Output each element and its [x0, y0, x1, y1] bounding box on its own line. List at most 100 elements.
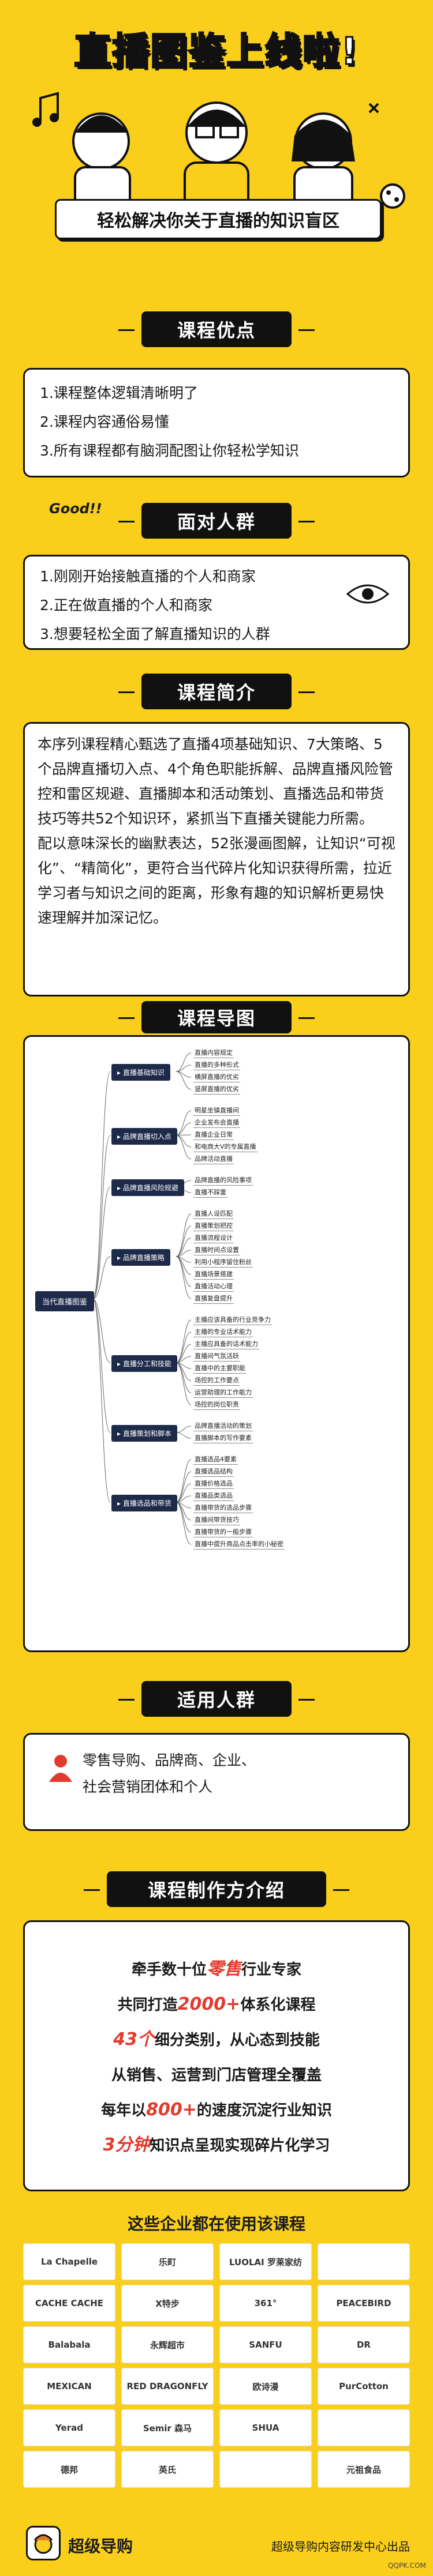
company-logo: X特步 — [121, 2285, 214, 2322]
maker-text: 牵手数十位 — [131, 1961, 207, 1979]
mindmap-leaf: 直播时间点设置 — [193, 1245, 240, 1255]
company-logo: Balabala — [23, 2326, 115, 2363]
mindmap-branch: ▸ 直播策划和脚本 — [111, 1425, 177, 1442]
mindmap-leaf: 直播选品结构 — [193, 1466, 234, 1477]
maker-line: 从销售、运营到门店管理全覆盖 — [25, 2058, 408, 2093]
company-logo: 英氏 — [121, 2451, 214, 2488]
mindmap-leaf: 场控的岗位职责 — [193, 1400, 240, 1410]
company-logo: PurCotton — [318, 2368, 410, 2405]
mindmap-leaf: 直播企业日常 — [193, 1130, 234, 1140]
mindmap-leaf: 品牌直播的风险事项 — [193, 1175, 253, 1186]
mindmap-leaf: 主播应该具备的行业竞争力 — [193, 1315, 272, 1325]
mindmap-leaf: 直播流程设计 — [193, 1233, 234, 1243]
company-logo: CACHE CACHE — [23, 2285, 115, 2322]
maker-text: 知识点呈现实现碎片化学习 — [150, 2137, 330, 2154]
maker-text: 每年以 — [101, 2102, 147, 2119]
brand-logo-icon — [26, 2526, 61, 2560]
maker-highlight: 800+ — [146, 2100, 197, 2120]
mindmap-leaf: 直播选品4要素 — [193, 1454, 238, 1465]
mindmap-leaf: 明星坐镇直播间 — [193, 1105, 240, 1116]
good-doodle: Good!! — [49, 501, 102, 517]
mindmap-leaf: 企业发布会直播 — [193, 1118, 240, 1128]
advantage-item: 3.所有课程都有脑洞配图让你轻松学知识 — [40, 442, 299, 459]
company-logo: 361° — [219, 2285, 312, 2322]
audience-item: 2.正在做直播的个人和商家 — [40, 597, 212, 614]
advantage-item: 2.课程内容通俗易懂 — [40, 413, 169, 430]
mindmap-branch: ▸ 品牌直播策略 — [111, 1249, 170, 1266]
intro-paragraph: 配以意味深长的幽默表达，52张漫画图解，让知识“可视化”、“精简化”，更符合当代… — [38, 835, 395, 926]
mindmap-leaf: 直播脚本的写作要素 — [193, 1433, 253, 1443]
company-logo: Yerad — [23, 2409, 115, 2446]
advantages-title: 课程优点 — [118, 311, 315, 347]
company-logo: 欧诗漫 — [219, 2368, 312, 2405]
mindmap-leaf: 直播间气氛活跃 — [193, 1351, 240, 1362]
maker-highlight: 3分钟 — [103, 2135, 150, 2155]
mindmap-leaf: 运营助理的工作能力 — [193, 1387, 253, 1398]
who-title: 适用人群 — [118, 1681, 315, 1717]
footer-brand: 超级导购 — [68, 2537, 133, 2556]
company-logo: MEXICAN — [23, 2368, 115, 2405]
mindmap-leaf: 直播人设匹配 — [193, 1209, 234, 1219]
mindmap-leaf: 主播应具备的话术能力 — [193, 1339, 259, 1349]
mindmap-leaf: 直播活动心理 — [193, 1281, 234, 1292]
mindmap-leaf: 场控的工作要点 — [193, 1375, 240, 1386]
watermark: QQPK.COM — [388, 2562, 426, 2570]
mindmap-branch: ▸ 直播分工和技能 — [111, 1355, 177, 1372]
maker-line: 牵手数十位零售行业专家 — [25, 1952, 408, 1987]
maker-text: 的速度沉淀行业知识 — [196, 2102, 332, 2119]
company-logo: 元祖食品 — [318, 2451, 410, 2488]
mindmap-leaf: 品牌活动直播 — [193, 1154, 234, 1164]
company-logo: SANFU — [219, 2326, 312, 2363]
maker-title: 课程制作方介绍 — [84, 1871, 349, 1907]
footer-credit: 超级导购内容研发中心出品 — [271, 2540, 410, 2554]
maker-text: 细分类别，从心态到技能 — [154, 2032, 320, 2049]
maker-text: 从销售、运营到门店管理全覆盖 — [111, 2067, 322, 2084]
mindmap-leaf: 直播间带货技巧 — [193, 1515, 240, 1525]
who-line: 零售导购、品牌商、企业、 — [83, 1752, 256, 1769]
mindmap-leaf: 直播不踩雷 — [193, 1187, 227, 1198]
company-logo — [318, 2409, 410, 2446]
mindmap-leaf: 竖屏直播的优劣 — [193, 1084, 240, 1095]
maker-text: 共同打造 — [117, 1996, 178, 2014]
maker-line: 共同打造2000+体系化课程 — [25, 1987, 408, 2022]
company-logo: RED DRAGONFLY — [121, 2368, 214, 2405]
advantages-box: 1.课程整体逻辑清晰明了 2.课程内容通俗易懂 3.所有课程都有脑洞配图让你轻松… — [23, 368, 410, 477]
mindmap-leaf: 直播策划把控 — [193, 1221, 234, 1231]
company-logo — [318, 2243, 410, 2280]
mindmap-leaf: 直播场景搭建 — [193, 1269, 234, 1280]
audience-item: 3.想要轻松全面了解直播知识的人群 — [40, 626, 270, 642]
mindmap-branch: ▸ 品牌直播切入点 — [111, 1127, 177, 1145]
mindmap-leaf: 品牌直播活动的策划 — [193, 1421, 253, 1431]
maker-highlight: 43个 — [113, 2029, 155, 2049]
mindmap-leaf: 直播复盘提升 — [193, 1293, 234, 1304]
mindmap-leaf: 横屏直播的优劣 — [193, 1072, 240, 1082]
maker-line: 每年以800+的速度沉淀行业知识 — [25, 2093, 408, 2128]
company-logo: Semir 森马 — [121, 2409, 214, 2446]
mindmap-branch: ▸ 品牌直播风险规避 — [111, 1179, 184, 1196]
company-logo: DR — [318, 2326, 410, 2363]
audience-box: 1.刚刚开始接触直播的个人和商家 2.正在做直播的个人和商家 3.想要轻松全面了… — [23, 555, 410, 650]
mindmap-leaf: 直播带货的一般步骤 — [193, 1527, 253, 1537]
maker-highlight: 2000+ — [177, 1994, 241, 2014]
mindmap-leaf: 直播内容规定 — [193, 1048, 234, 1058]
person-icon — [49, 1755, 72, 1782]
logos-title: 这些企业都在使用该课程 — [127, 2214, 305, 2233]
company-logo: LUOLAI 罗莱家纺 — [219, 2243, 312, 2280]
company-logo — [219, 2451, 312, 2488]
maker-text: 行业专家 — [241, 1961, 302, 1979]
audience-title: 面对人群 — [118, 503, 315, 539]
mindmap-leaf: 利用小程序留住粉丝 — [193, 1257, 253, 1268]
company-logo: 德邦 — [23, 2451, 115, 2488]
mindmap-leaf: 直播中的主要职能 — [193, 1363, 247, 1374]
advantage-item: 1.课程整体逻辑清晰明了 — [40, 385, 198, 401]
footer: 超级导购 超级导购内容研发中心出品 QQPK.COM — [0, 2514, 433, 2576]
mindmap-leaf: 直播品类选品 — [193, 1491, 234, 1501]
who-box: 零售导购、品牌商、企业、 社会营销团体和个人 — [23, 1733, 410, 1831]
mindmap-title: 课程导图 — [118, 1001, 315, 1033]
mindmap-leaf: 直播价格选品 — [193, 1479, 234, 1489]
company-logo: PEACEBIRD — [318, 2285, 410, 2322]
eye-icon — [346, 584, 390, 604]
mindmap-leaf: 直播中提升商品点击率的小秘密 — [193, 1539, 285, 1550]
